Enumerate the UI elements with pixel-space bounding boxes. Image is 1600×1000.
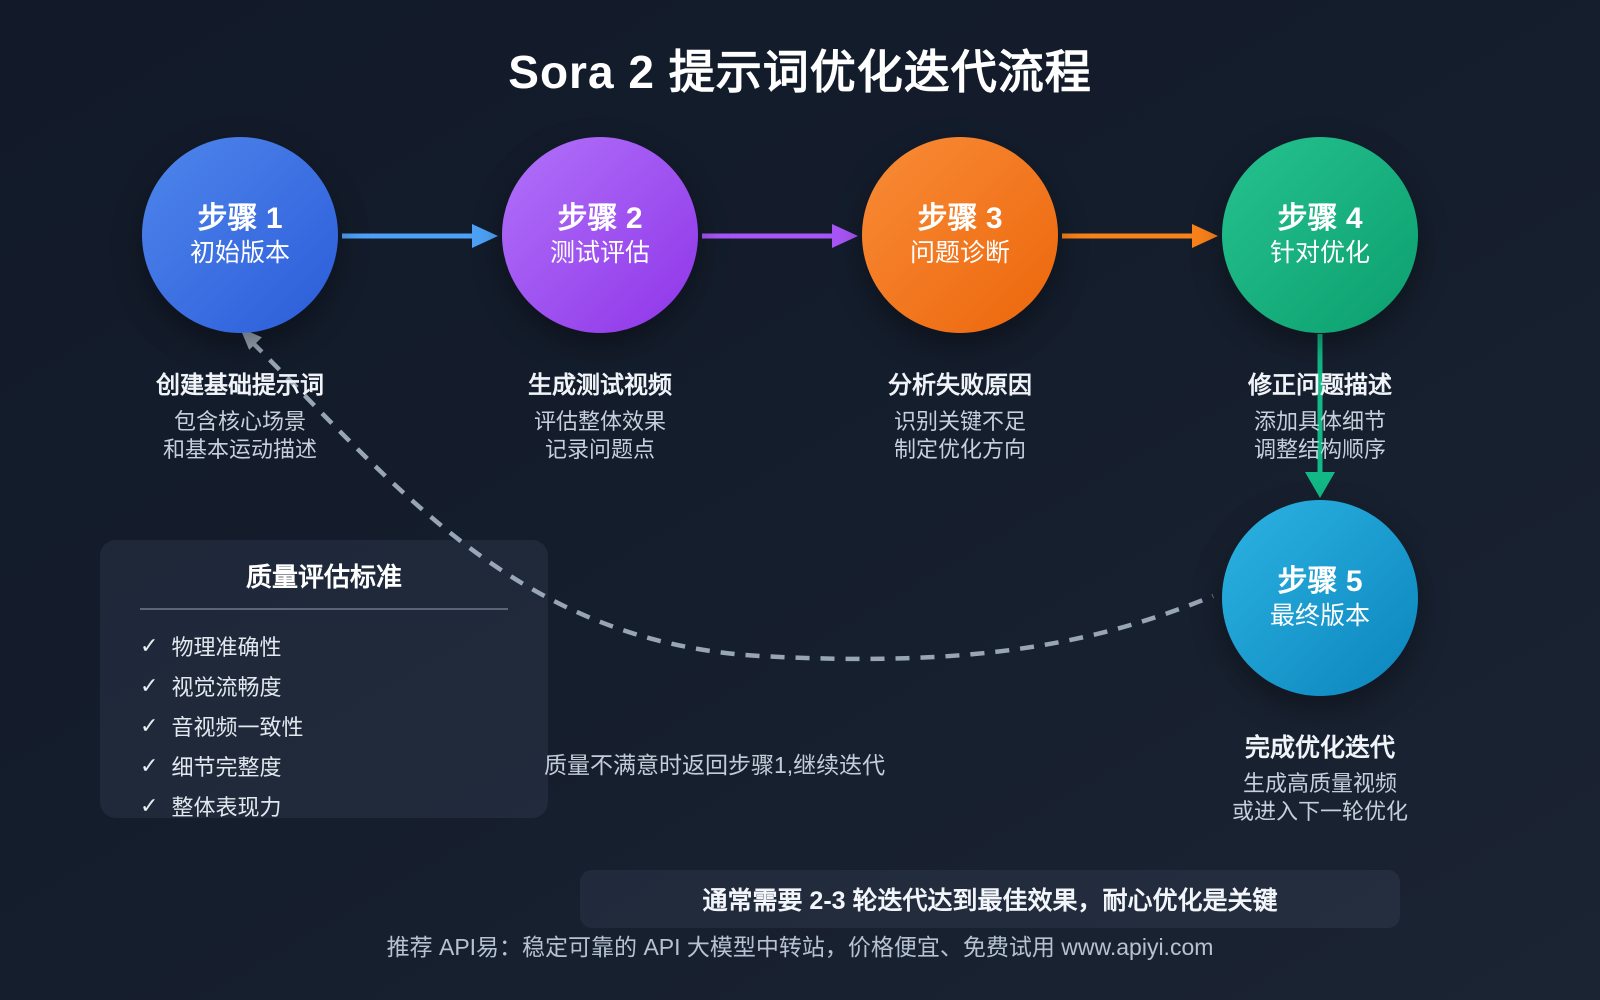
step4-desc-title: 修正问题描述 [1248, 372, 1392, 399]
page-title: Sora 2 提示词优化迭代流程 [508, 46, 1092, 98]
step4-description: 修正问题描述 添加具体细节 调整结构顺序 [1170, 370, 1470, 464]
criteria-item-visual-fluency: ✓ 视觉流畅度 [140, 666, 508, 706]
step5-desc-title: 完成优化迭代 [1244, 734, 1395, 762]
step2-desc-line2: 记录问题点 [544, 437, 655, 462]
criteria-label: 视觉流畅度 [171, 675, 282, 700]
step3-desc-line2: 制定优化方向 [893, 437, 1026, 462]
step2-node: 步骤 2 测试评估 [502, 137, 698, 333]
step4-label: 步骤 4 [1277, 202, 1363, 235]
step2-description: 生成测试视频 评估整体效果 记录问题点 [450, 370, 750, 464]
arrow-step3-to-step4 [1062, 224, 1218, 248]
step1-node: 步骤 1 初始版本 [142, 137, 338, 333]
step3-desc-title: 分析失败原因 [888, 372, 1032, 399]
step1-label: 步骤 1 [197, 202, 283, 235]
return-note: 质量不满意时返回步骤1,继续迭代 [544, 752, 886, 778]
step1-sublabel: 初始版本 [189, 239, 290, 267]
step2-sublabel: 测试评估 [549, 239, 650, 267]
step4-desc-line1: 添加具体细节 [1253, 409, 1386, 434]
step2-label: 步骤 2 [557, 202, 643, 235]
step5-label: 步骤 5 [1277, 565, 1363, 598]
step3-description: 分析失败原因 识别关键不足 制定优化方向 [810, 370, 1110, 464]
step1-desc-line2: 和基本运动描述 [162, 437, 317, 462]
step4-node: 步骤 4 针对优化 [1222, 137, 1418, 333]
step5-node: 步骤 5 最终版本 [1222, 500, 1418, 696]
step5-description: 完成优化迭代 生成高质量视频 或进入下一轮优化 [1170, 732, 1470, 826]
step3-node: 步骤 3 问题诊断 [862, 137, 1058, 333]
checkmark-icon: ✓ [140, 793, 159, 818]
step1-desc-title: 创建基础提示词 [156, 372, 324, 399]
step4-desc-line2: 调整结构顺序 [1253, 437, 1386, 462]
checkmark-icon: ✓ [140, 713, 159, 738]
step5-desc-line2: 或进入下一轮优化 [1231, 799, 1408, 824]
criteria-label: 音视频一致性 [171, 715, 304, 740]
panel-divider [140, 608, 508, 610]
checkmark-icon: ✓ [140, 633, 159, 658]
footer-promo-text: 推荐 API易：稳定可靠的 API 大模型中转站，价格便宜、免费试用 www.a… [386, 934, 1214, 960]
quality-criteria-panel: 质量评估标准 ✓ 物理准确性 ✓ 视觉流畅度 ✓ 音视频一致性 ✓ 细节完整度 … [100, 540, 548, 820]
step3-desc-line1: 识别关键不足 [893, 409, 1026, 434]
step5-sublabel: 最终版本 [1269, 602, 1370, 630]
step5-desc-line1: 生成高质量视频 [1242, 771, 1397, 796]
step3-sublabel: 问题诊断 [909, 239, 1010, 267]
criteria-item-detail-completeness: ✓ 细节完整度 [140, 746, 508, 786]
quality-panel-title: 质量评估标准 [245, 562, 402, 592]
step2-desc-line1: 评估整体效果 [533, 409, 666, 434]
step1-description: 创建基础提示词 包含核心场景 和基本运动描述 [90, 370, 390, 464]
criteria-label: 物理准确性 [171, 635, 282, 660]
tip-banner: 通常需要 2-3 轮迭代达到最佳效果，耐心优化是关键 [580, 870, 1400, 928]
criteria-label: 细节完整度 [171, 755, 282, 780]
step4-sublabel: 针对优化 [1269, 239, 1370, 267]
criteria-item-av-consistency: ✓ 音视频一致性 [140, 706, 508, 746]
checkmark-icon: ✓ [140, 753, 159, 778]
arrow-step1-to-step2 [342, 224, 498, 248]
checkmark-icon: ✓ [140, 673, 159, 698]
tip-banner-text: 通常需要 2-3 轮迭代达到最佳效果，耐心优化是关键 [702, 887, 1278, 915]
step3-label: 步骤 3 [917, 202, 1003, 235]
arrow-step2-to-step3 [702, 224, 858, 248]
step2-desc-title: 生成测试视频 [528, 372, 672, 399]
criteria-item-physics: ✓ 物理准确性 [140, 626, 508, 666]
criteria-label: 整体表现力 [171, 795, 282, 820]
criteria-item-overall-expressiveness: ✓ 整体表现力 [140, 786, 508, 826]
step1-desc-line1: 包含核心场景 [173, 409, 306, 434]
